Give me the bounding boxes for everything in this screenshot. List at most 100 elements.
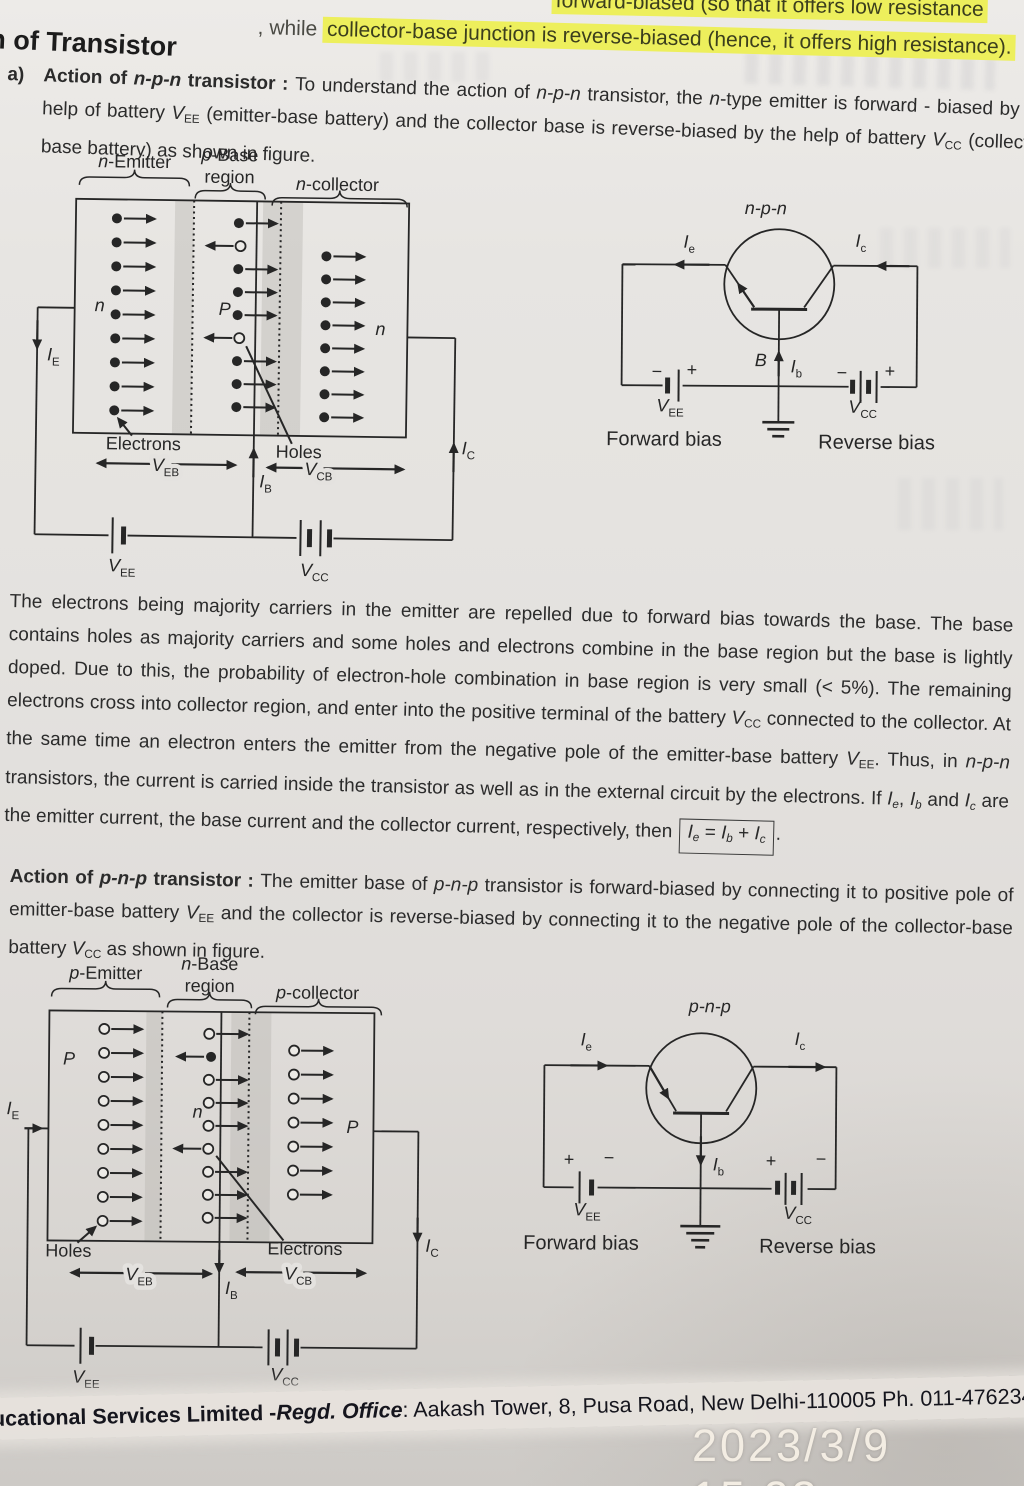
n-region-letter: n [95, 295, 105, 315]
vee-battery [578, 1171, 595, 1204]
collector-brace [271, 190, 408, 208]
collector-current-label: Ic [856, 231, 867, 255]
collector-current-label: IC [425, 1236, 439, 1260]
highlight-text: forward-biased (so that it offers low re… [551, 0, 988, 24]
electrons-label: Electrons [106, 433, 181, 454]
camera-timestamp: 2023/3/9 15:23 [692, 1420, 892, 1486]
minus-sign: − [837, 363, 848, 383]
collector-current-label: Ic [795, 1029, 806, 1053]
highlighted-line-partial: forward-biased (so that it offers low re… [551, 0, 988, 24]
base-current-label: IB [225, 1278, 238, 1302]
plus-sign: + [766, 1151, 777, 1171]
electrons-pointer [116, 416, 133, 437]
page-title: n of Transistor [0, 24, 178, 62]
vcc-label: VCC [300, 560, 329, 584]
npn-block-diagram: n-Emitter p-Base region n-collector n P … [32, 145, 476, 584]
veb-label: VEB [125, 1264, 153, 1288]
base-region-label-line2: region [204, 167, 254, 188]
bleedthrough-smudge [898, 478, 1003, 530]
transistor-body-outline [72, 197, 411, 439]
plus-sign: + [564, 1149, 575, 1169]
list-marker: a) [7, 63, 25, 86]
base-brace [194, 182, 266, 200]
minus-sign: − [604, 1148, 615, 1168]
vcc-label: VCC [848, 397, 877, 421]
veb-label: VEB [152, 455, 180, 479]
collector-region-label: n-collector [296, 174, 379, 195]
vee-label: VEE [108, 555, 136, 579]
collector-region-label: p-collector [275, 982, 359, 1003]
n-region-letter: n [192, 1102, 202, 1122]
highlight-text: collector-base junction is reverse-biase… [322, 16, 1016, 61]
base-collector-junction [276, 201, 283, 436]
plus-sign: + [687, 360, 698, 380]
collector-current-label: IC [462, 438, 476, 462]
emitter-hole-rows [98, 1024, 143, 1226]
base-region-label-line2: region [185, 976, 235, 996]
line-prefix: , while [257, 16, 324, 41]
npn-circuit-diagram: n-p-n Ie Ic B Ib [606, 198, 935, 455]
reverse-bias-label: Reverse bias [818, 432, 935, 455]
emitter-current-label: IE [6, 1098, 19, 1122]
electrons-label: Electrons [267, 1238, 342, 1259]
base-region-label: p-Base [200, 145, 258, 166]
emitter-brace [50, 980, 161, 998]
base-region-label: n-Base [181, 954, 238, 974]
holes-label: Holes [45, 1240, 91, 1260]
base-terminal-line [251, 201, 259, 538]
vee-battery [79, 1327, 95, 1364]
vee-battery [665, 369, 680, 402]
ground-symbol [680, 1188, 721, 1249]
emitter-current-label: Ie [581, 1029, 593, 1053]
plus-sign: + [885, 361, 896, 381]
emitter-base-junction [189, 200, 196, 435]
p-region-letter: P [346, 1117, 358, 1137]
vcc-label: VCC [270, 1364, 299, 1388]
p-region-letter: P [219, 299, 231, 319]
collector-electron-rows [319, 251, 364, 423]
vee-label: VEE [72, 1367, 100, 1391]
base-node-label: B [755, 350, 767, 370]
ground-symbol [762, 386, 795, 438]
emitter-region-label: n-Emitter [98, 151, 171, 172]
minus-sign: − [652, 361, 663, 381]
vcb-label: VCB [304, 459, 333, 483]
vee-label: VEE [573, 1199, 601, 1223]
emitter-region-label: p-Emitter [68, 963, 142, 984]
electrons-pointer [215, 1155, 285, 1242]
base-terminal-line [217, 1011, 223, 1347]
emitter-electron-rows [109, 213, 155, 416]
vcb-label: VCB [284, 1263, 313, 1287]
minus-sign: − [816, 1149, 827, 1169]
transistor-body-outline [46, 1009, 376, 1245]
vee-label: VEE [656, 395, 684, 419]
holes-label: Holes [276, 442, 322, 463]
current-equation-box: Ie = Ib + Ic [679, 818, 775, 856]
vcc-label: VCC [783, 1203, 812, 1227]
transistor-type-label: n-p-n [745, 198, 787, 218]
vcc-battery [775, 1172, 803, 1205]
base-current-label: IB [259, 471, 272, 495]
vee-battery [111, 517, 127, 554]
paragraph-npn-explanation: The electrons being majority carriers in… [4, 585, 1014, 862]
emitter-arrow [737, 282, 756, 308]
period: . [775, 823, 782, 845]
emitter-brace [78, 169, 191, 187]
regd-office-label: Regd. Office [276, 1397, 403, 1425]
forward-bias-label: Forward bias [606, 428, 722, 451]
pnp-block-diagram: p-Emitter n-Base region p-collector P n … [6, 954, 439, 1391]
reverse-bias-label: Reverse bias [759, 1236, 876, 1259]
pnp-circuit-diagram: p-n-p Ie Ic Ib [523, 996, 876, 1259]
highlighted-line: , while collector-base junction is rever… [257, 16, 1016, 61]
base-current-label: Ib [713, 1154, 725, 1178]
base-current-label: Ib [791, 356, 803, 380]
vcc-battery [267, 1329, 300, 1366]
forward-bias-label: Forward bias [523, 1232, 639, 1255]
vcc-battery [299, 519, 333, 557]
transistor-type-label: p-n-p [688, 996, 731, 1016]
n-region-letter: n [375, 319, 385, 339]
holes-pointer [245, 345, 293, 445]
emitter-arrow [648, 1065, 670, 1100]
publisher-name: ucational Services Limited - [0, 1400, 277, 1431]
